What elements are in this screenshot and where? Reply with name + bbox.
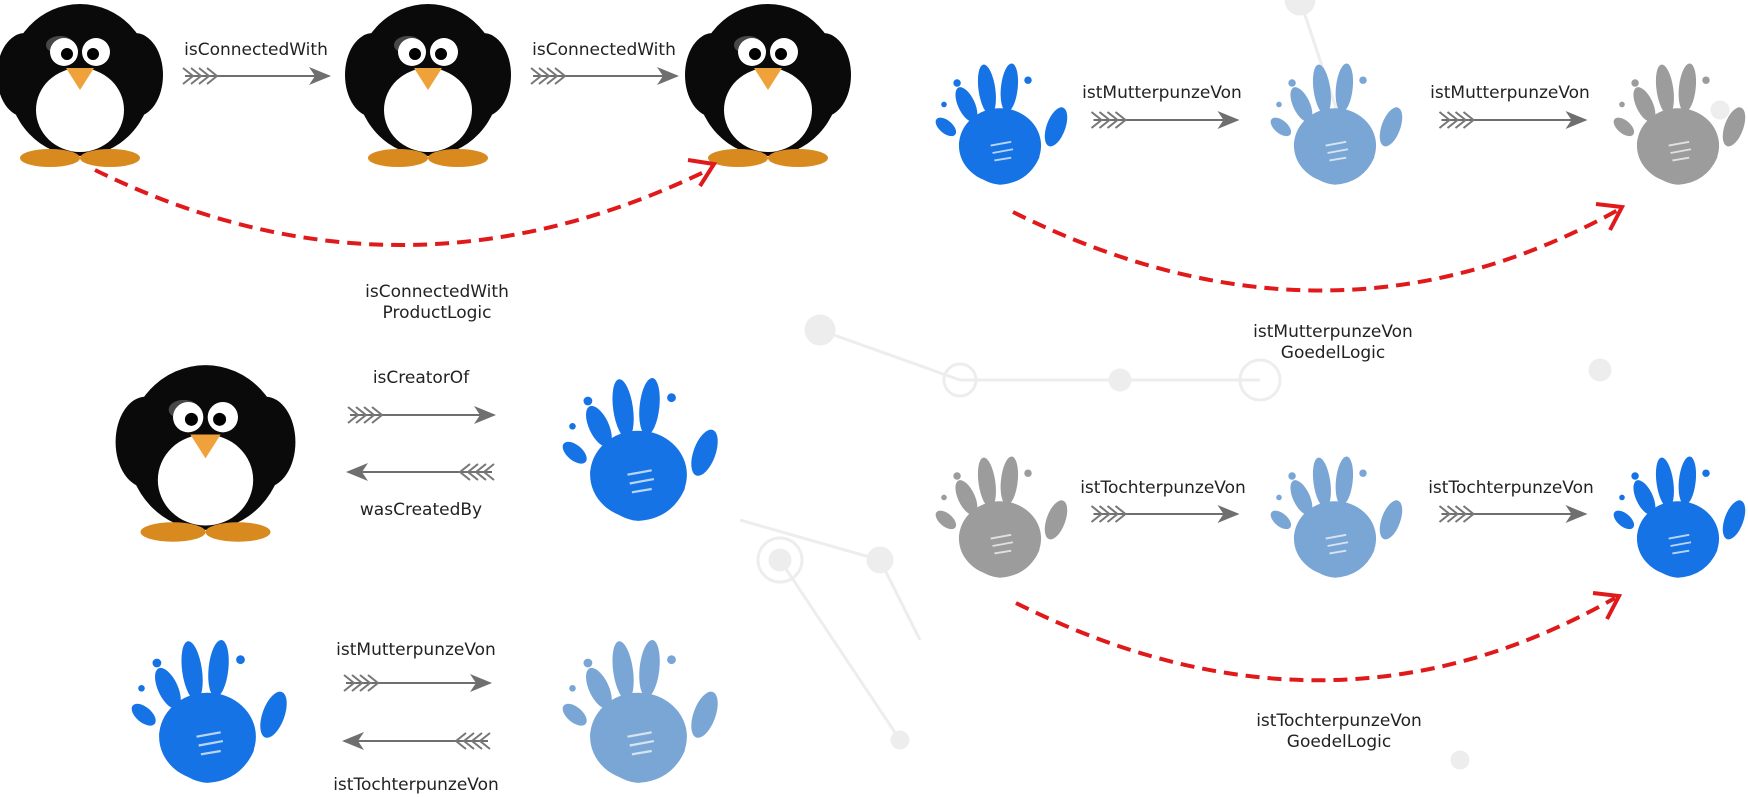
panel-mutterpunze-transitivity: istMutterpunzeVon istMutterpunzeVon istM… [931,61,1748,363]
relation-label: istMutterpunzeVon [336,640,496,660]
network-background [739,0,1730,770]
penguin-icon [685,4,851,167]
relation-label: isConnectedWith [184,40,328,60]
relation-arrow [529,65,681,87]
handprint-icon [931,61,1073,186]
forward-arrow [346,404,498,426]
relation-arrow [1438,109,1589,131]
curve-label-line2: ProductLogic [383,303,492,323]
forward-arrow [342,672,494,694]
penguin-icon [345,4,511,167]
panel-tochterpunze-transitivity: istTochterpunzeVon istTochterpunzeVon is… [931,454,1748,752]
penguin-icon [115,365,296,542]
relation-arrow [181,65,333,87]
relation-label: wasCreatedBy [360,500,482,520]
curve-arrowhead [1592,591,1623,620]
relation-label: istMutterpunzeVon [1082,83,1242,103]
curve-label-line2: GoedelLogic [1281,343,1385,363]
curve-label-line1: istMutterpunzeVon [1253,322,1413,342]
relation-label: istTochterpunzeVon [1428,478,1594,498]
handprint-icon [1266,454,1408,579]
relation-label: istTochterpunzeVon [1080,478,1246,498]
handprint-icon [557,637,725,785]
backward-arrow [344,461,496,483]
relation-label: isConnectedWith [532,40,676,60]
panel-punze-relation: istMutterpunzeVon istTochterpunzeVon [126,637,725,795]
handprint-icon [1609,454,1748,579]
panel-creator-relation: isCreatorOf wasCreatedBy [115,365,725,542]
curve-arrowhead [1595,202,1626,231]
curve-label-line1: istTochterpunzeVon [1256,711,1422,731]
relation-label: istMutterpunzeVon [1430,83,1590,103]
inferred-relation-curve [94,168,709,247]
curve-label-line1: isConnectedWith [365,282,509,302]
handprint-icon [931,454,1073,579]
inferred-relation-curve [1012,208,1619,293]
curve-label-line2: GoedelLogic [1287,732,1391,752]
handprint-icon [126,637,294,785]
relation-arrow [1438,503,1589,525]
handprint-icon [557,375,725,523]
curve-arrowhead [687,158,718,188]
relation-label: istTochterpunzeVon [333,775,499,795]
penguin-icon [0,4,163,167]
backward-arrow [340,730,492,752]
handprint-icon [1609,61,1748,186]
handprint-icon [1266,61,1408,186]
inferred-relation-curve [1015,596,1616,683]
relation-label: isCreatorOf [373,368,470,388]
relation-arrow [1090,109,1241,131]
panel-penguin-transitivity: isConnectedWith isConnectedWith isConnec… [0,4,851,323]
relation-arrow [1090,503,1241,525]
